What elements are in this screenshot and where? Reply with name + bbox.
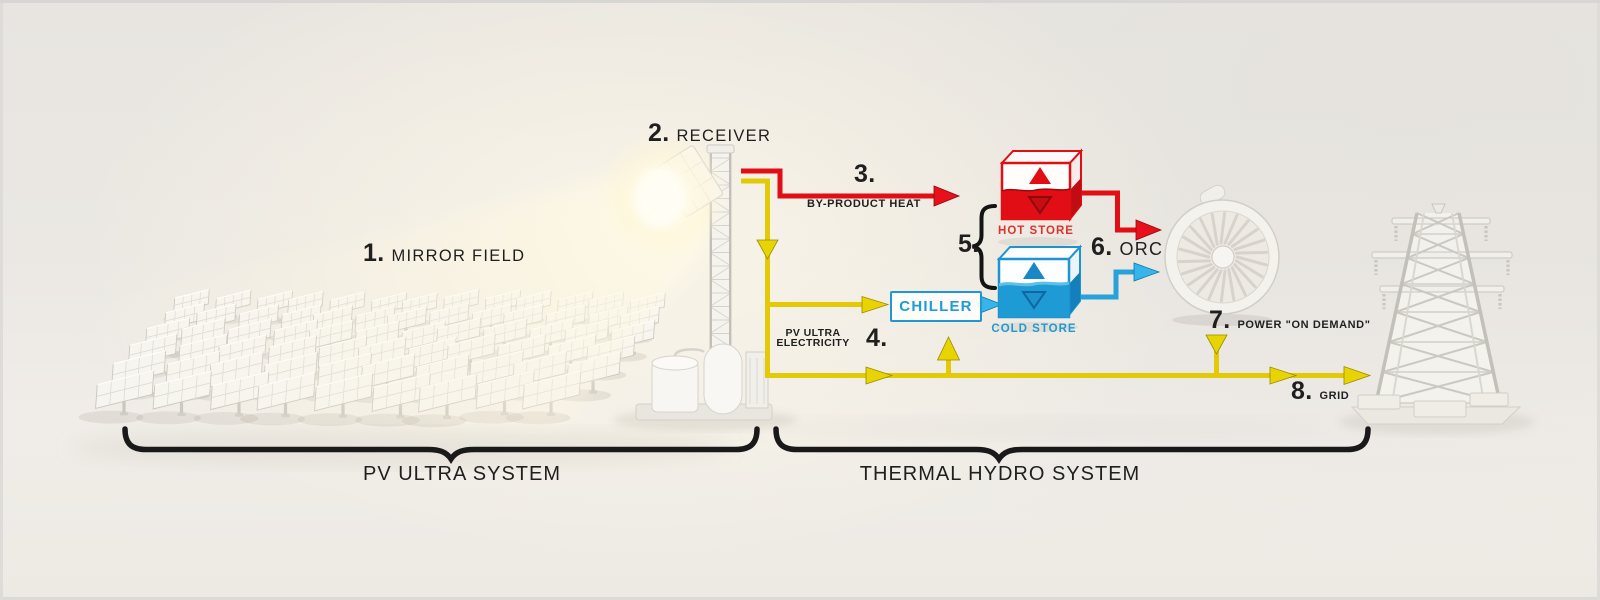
label-power-on-demand: 7. POWER "ON DEMAND": [1209, 306, 1371, 334]
stores-brace: [972, 204, 997, 290]
receiver-glow: [598, 129, 730, 261]
system-brace-right: [773, 426, 1371, 464]
label-byproduct-number: 3.: [854, 160, 876, 188]
label-byproduct-heat: BY-PRODUCT HEAT: [807, 198, 921, 210]
orc-turbine: [1164, 184, 1280, 326]
base-equipment: [635, 343, 773, 421]
label-receiver-number: 2.: [648, 119, 670, 147]
cold-store-tank: [994, 244, 1083, 332]
chilled-line: [977, 262, 1161, 314]
label-orc: 6. ORC: [1091, 233, 1164, 261]
label-receiver-text: RECEIVER: [676, 127, 772, 145]
label-mirror-field-text: MIRROR FIELD: [391, 247, 526, 265]
electricity-line: [741, 178, 1372, 386]
chiller-label: CHILLER: [899, 298, 973, 315]
label-stores-number: 5.: [958, 230, 980, 258]
label-cold-store: COLD STORE: [991, 323, 1077, 335]
hot-store-tank: [998, 148, 1084, 247]
label-hot-store: HOT STORE: [998, 225, 1074, 237]
grid-pylon: [1350, 203, 1522, 425]
label-receiver: 2. RECEIVER: [648, 119, 771, 148]
pylon-footings: [1350, 392, 1522, 425]
label-grid: 8. GRID: [1291, 377, 1350, 405]
label-mirror-field-number: 1.: [363, 239, 385, 267]
label-mirror-field: 1. MIRROR FIELD: [363, 239, 525, 268]
label-pv-ultra-system: PV ULTRA SYSTEM: [362, 463, 562, 485]
label-pv-ultra-electricity: PV ULTRA ELECTRICITY: [776, 327, 850, 349]
label-thermal-hydro-system: THERMAL HYDRO SYSTEM: [859, 463, 1141, 485]
system-brace-left: [122, 426, 760, 464]
heat-line: [741, 168, 1163, 241]
chiller-box: CHILLER: [890, 291, 982, 322]
light-beam: [76, 158, 712, 430]
label-electricity-number: 4.: [866, 324, 888, 352]
